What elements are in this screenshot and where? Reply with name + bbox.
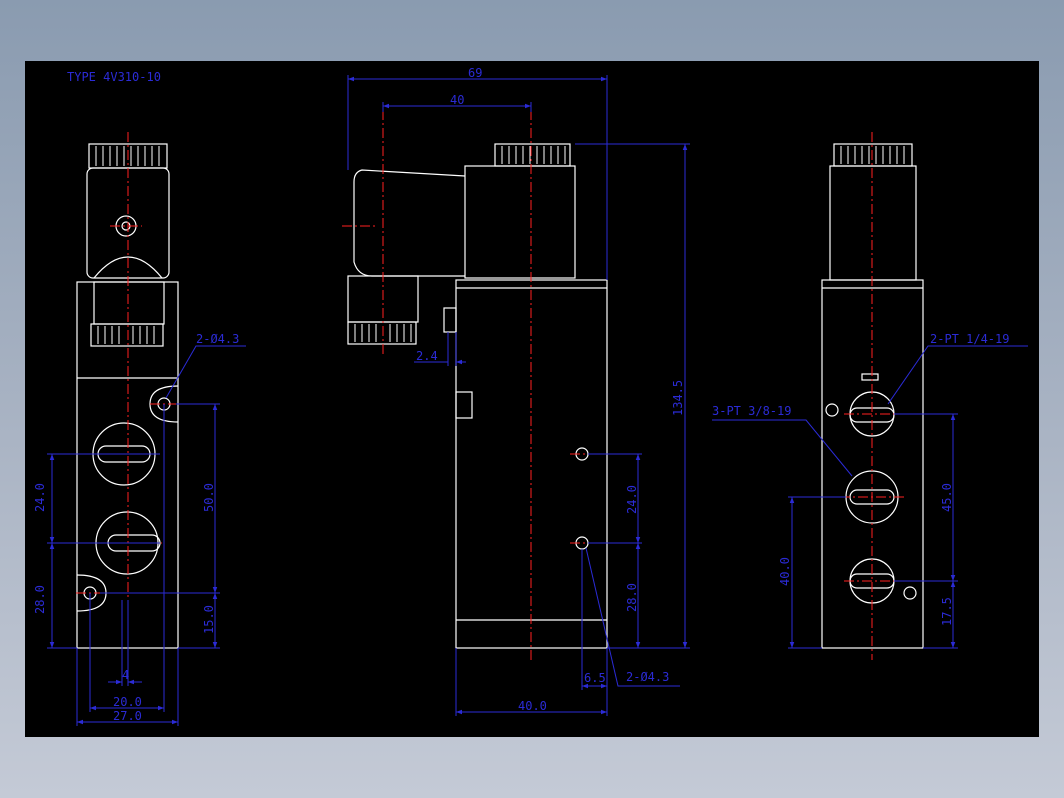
front-dim-50: 50.0 [202,483,216,512]
side-dim-28: 28.0 [625,583,639,612]
front-dim-20: 20.0 [113,695,142,709]
right-dimensions [712,345,1028,649]
side-dim-40-top: 40 [450,93,464,107]
right-callout-pt38: 3-PT 3/8-19 [712,404,791,418]
side-dim-6-5: 6.5 [584,671,606,685]
side-centerlines [342,110,596,660]
front-dimensions [47,345,246,726]
right-callout-pt14: 2-PT 1/4-19 [930,332,1009,346]
right-centerlines [840,132,904,660]
right-dim-40: 40.0 [778,557,792,586]
side-coil-body [464,165,576,279]
side-connector [353,169,466,277]
side-callout-holes: 2-Ø4.3 [626,670,669,684]
front-dim-27: 27.0 [113,709,142,723]
side-dimensions [347,75,690,716]
coil-cap-ridges [95,146,160,166]
side-dim-24: 24.0 [625,485,639,514]
right-dim-17-5: 17.5 [940,597,954,626]
side-dim-2-4: 2.4 [416,349,438,363]
drawing-sheet [25,61,1039,737]
side-dim-69: 69 [468,66,482,80]
front-callout-holes: 2-Ø4.3 [196,332,239,346]
right-dim-45: 45.0 [940,483,954,512]
front-dim-24: 24.0 [33,483,47,512]
drawing-title: TYPE 4V310-10 [67,70,161,84]
side-dim-134-5: 134.5 [671,380,685,416]
front-dim-15: 15.0 [202,605,216,634]
side-dim-40-bottom: 40.0 [518,699,547,713]
front-dim-28: 28.0 [33,585,47,614]
front-dim-4: 4 [122,668,129,682]
